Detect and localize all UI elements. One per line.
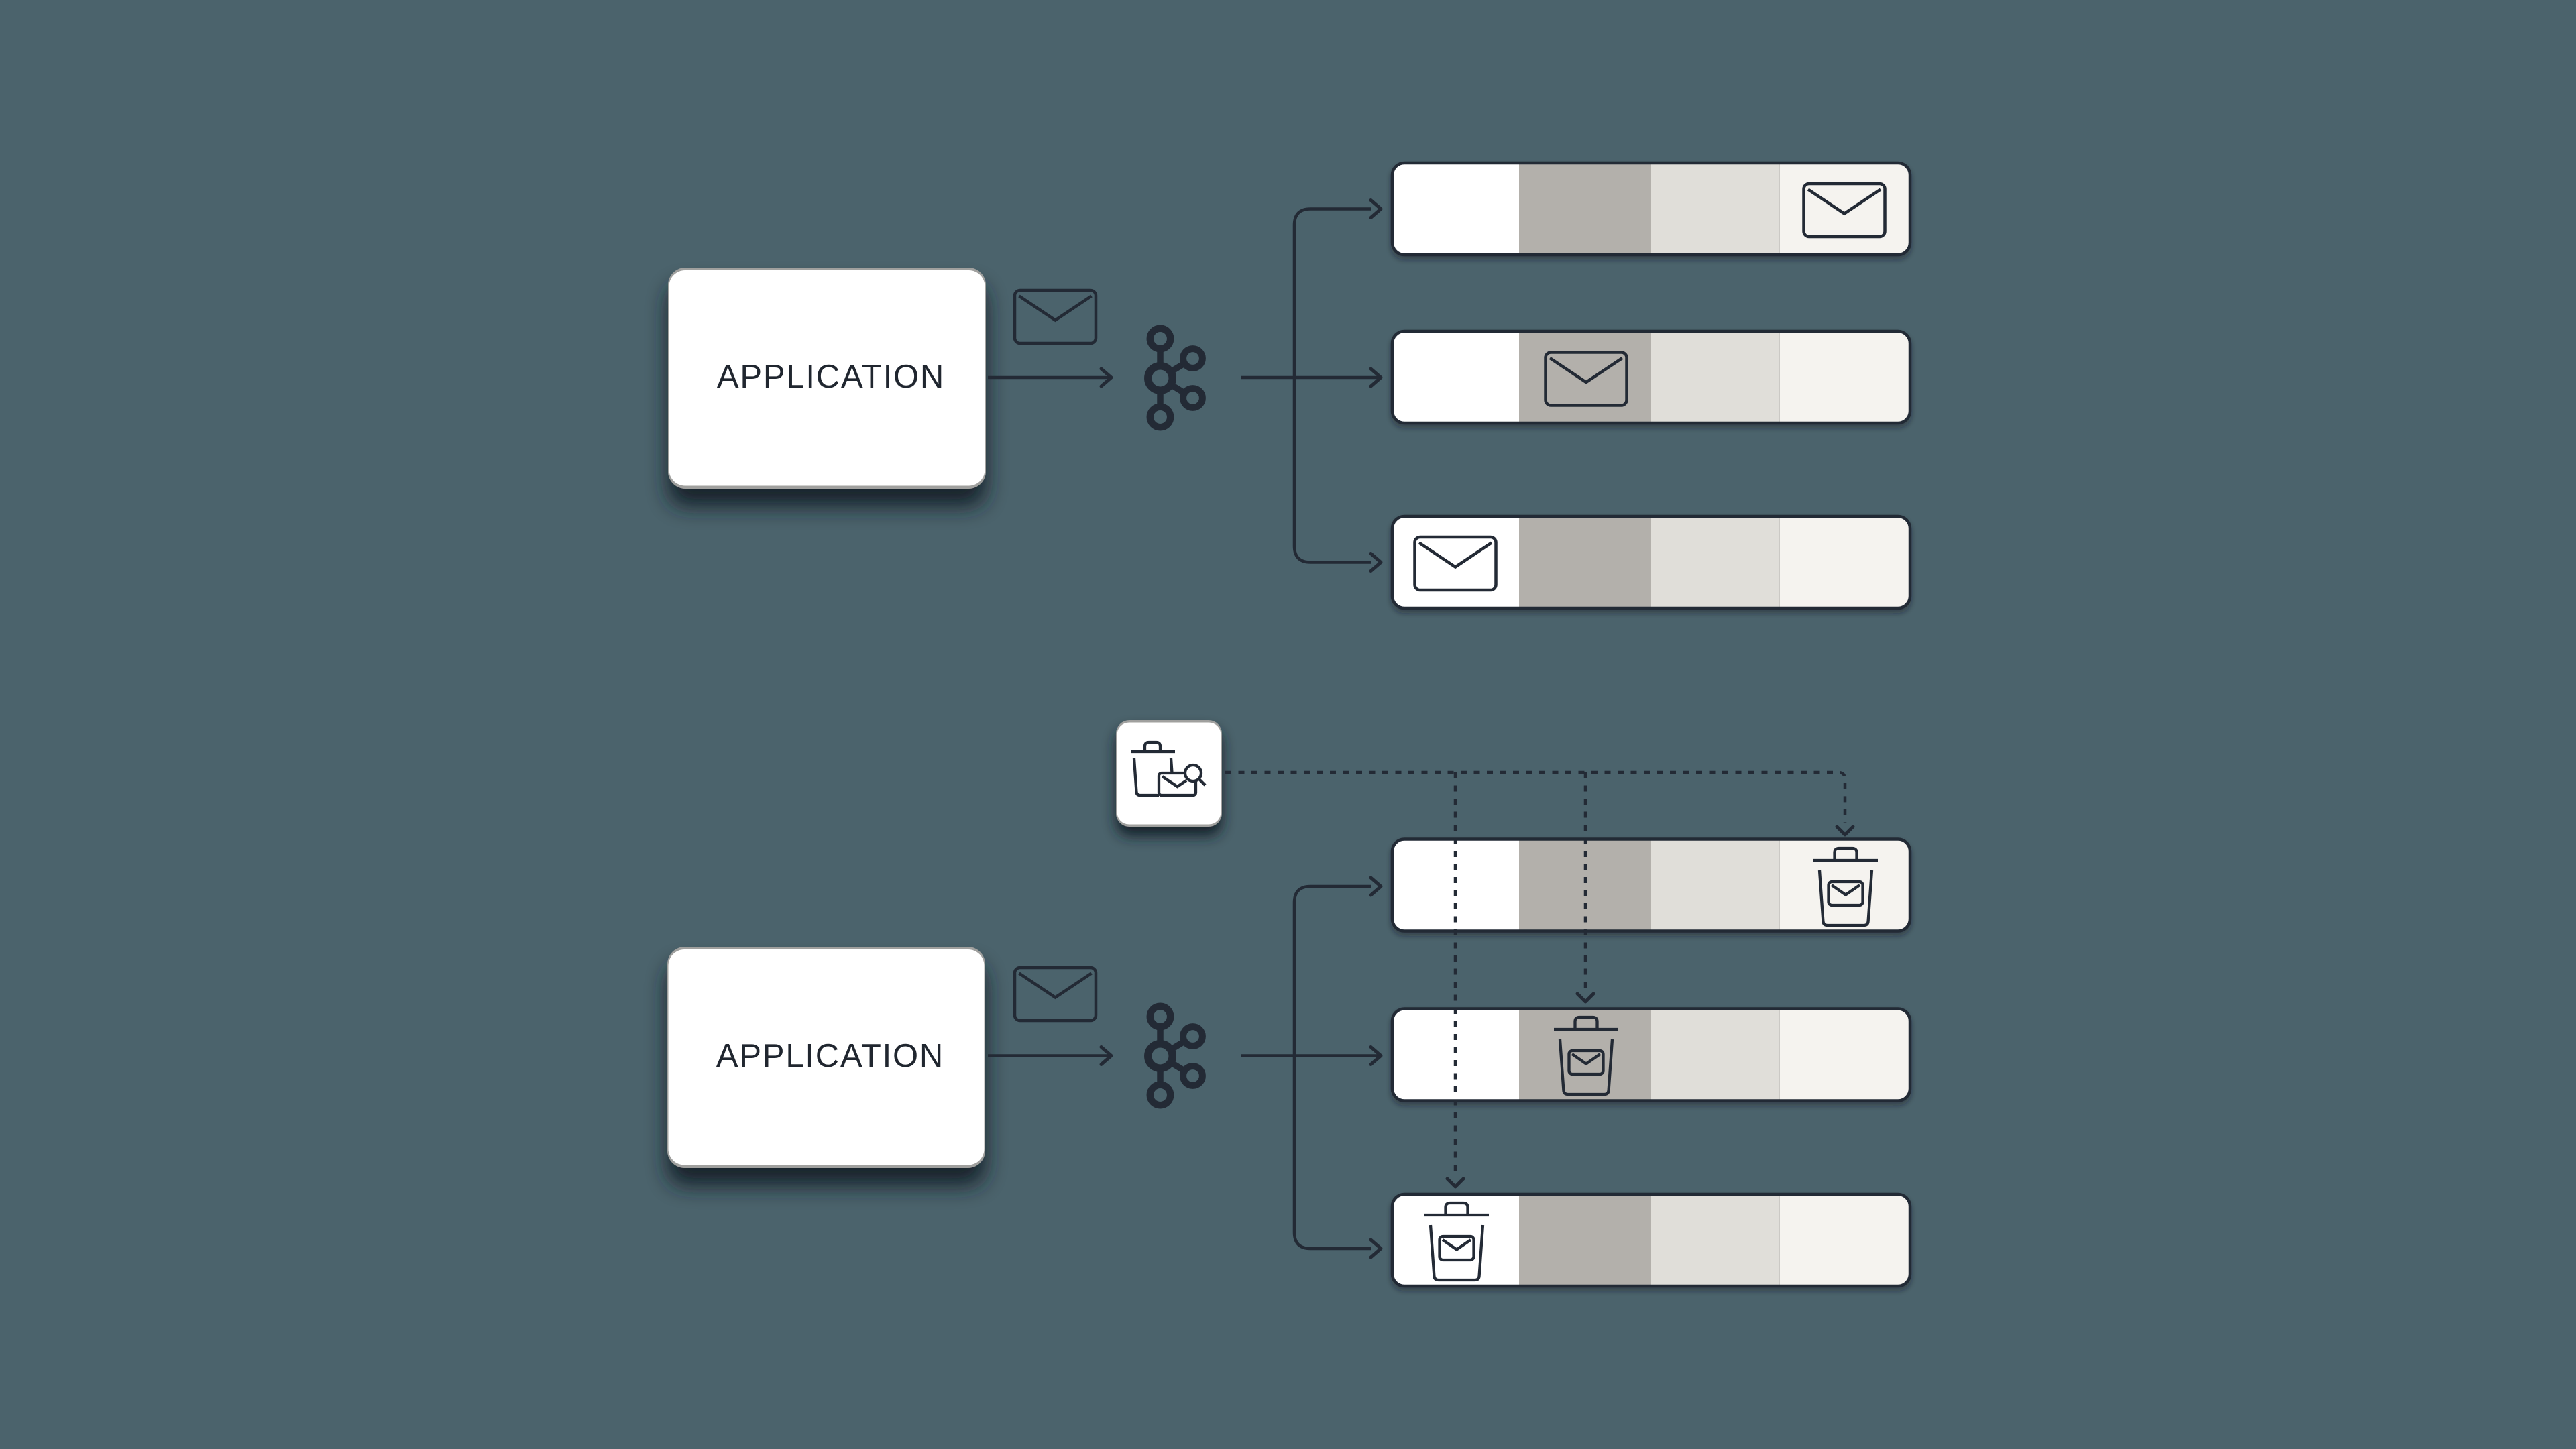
svg-text:APPLICATION: APPLICATION [717, 359, 945, 395]
svg-text:APPLICATION: APPLICATION [716, 1038, 944, 1074]
